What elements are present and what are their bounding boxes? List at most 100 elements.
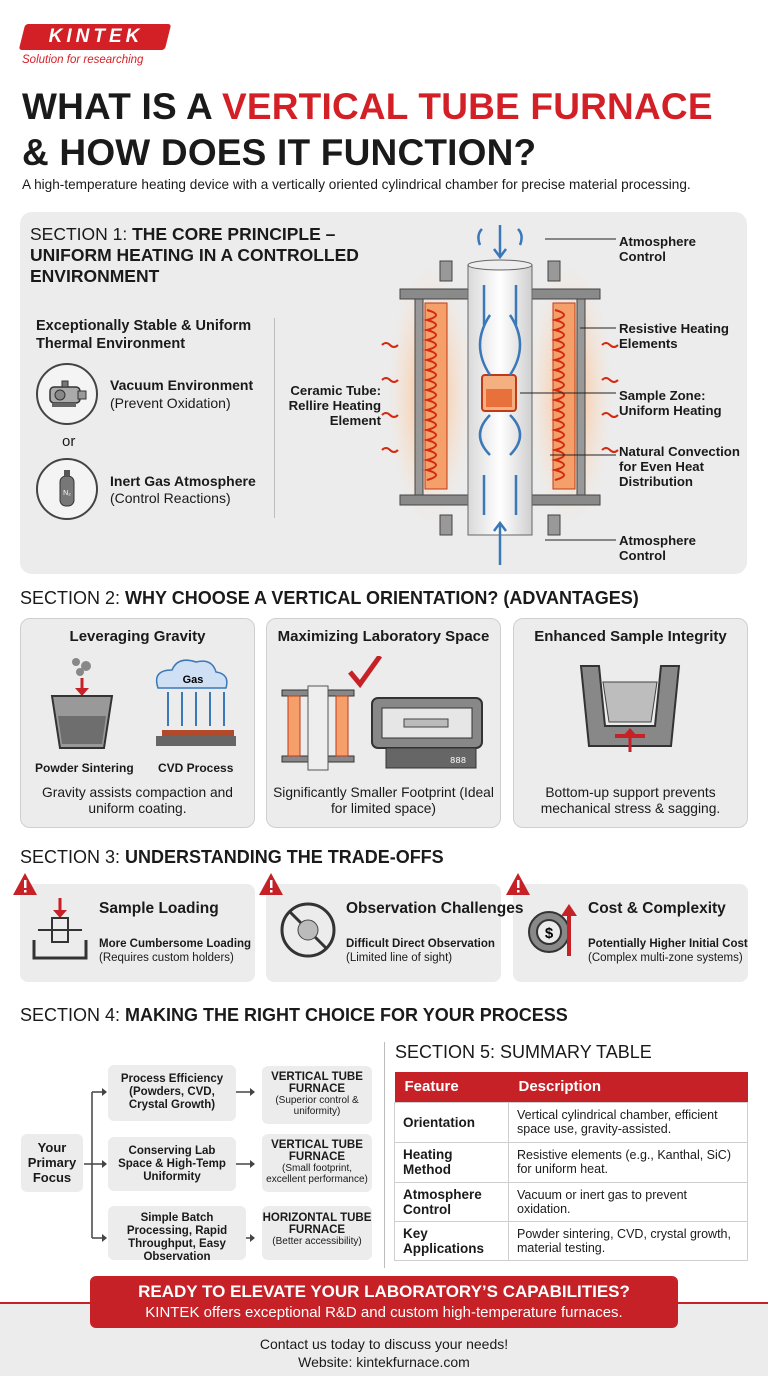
table-cell-description: Vacuum or inert gas to prevent oxidation… — [508, 1181, 748, 1222]
cost-bold: Potentially Higher Initial Cost — [588, 938, 748, 950]
column-header: Description — [508, 1072, 748, 1102]
section2-title: WHY CHOOSE A VERTICAL ORIENTATION? (ADVA… — [125, 588, 639, 608]
label-ceramic-tube: Ceramic Tube: Rellire Heating Element — [288, 383, 381, 428]
table-row: Heating Method Resistive elements (e.g.,… — [394, 1141, 748, 1183]
section4-prefix: SECTION 4: — [20, 1005, 126, 1025]
gas-bottle-label: N₂ — [63, 490, 71, 497]
card-gravity-desc: Gravity assists compaction and uniform c… — [42, 785, 233, 816]
label-atmosphere-top: Atmosphere Control — [619, 234, 696, 264]
section1-divider — [274, 318, 275, 518]
section1-panel — [20, 212, 747, 574]
title-highlight: VERTICAL TUBE FURNACE — [222, 86, 713, 127]
section1-prefix: SECTION 1: — [30, 224, 133, 244]
result-1-title: VERTICAL TUBE FURNACE — [271, 1071, 363, 1095]
title-part1: WHAT IS A — [22, 86, 222, 127]
option2-desc: (Control Reactions) — [110, 490, 231, 506]
table-header-row: Feature Description — [394, 1072, 748, 1102]
decision-connectors — [84, 1088, 255, 1242]
or-label: or — [62, 433, 76, 450]
page-subtitle: A high-temperature heating device with a… — [22, 177, 691, 192]
gravity-illustration: Gas — [50, 658, 236, 749]
page-title-line1: WHAT IS A VERTICAL TUBE FURNACE — [22, 86, 713, 128]
table-cell-feature: Heating Method — [394, 1141, 509, 1183]
no-observation-icon — [280, 902, 336, 958]
section4-heading: SECTION 4: MAKING THE RIGHT CHOICE FOR Y… — [20, 1005, 568, 1026]
section3-heading: SECTION 3: UNDERSTANDING THE TRADE-OFFS — [20, 847, 444, 868]
cta-subtitle: KINTEK offers exceptional R&D and custom… — [145, 1304, 623, 1321]
vacuum-pump-icon — [36, 363, 98, 425]
table-cell-feature: Orientation — [394, 1101, 509, 1143]
choice-result-3: HORIZONTAL TUBE FURNACE (Better accessib… — [262, 1206, 372, 1260]
warning-icon — [13, 873, 37, 895]
label-cvd-process: CVD Process — [158, 761, 234, 775]
furnace-diagram — [381, 225, 619, 565]
table-row: Key Applications Powder sintering, CVD, … — [394, 1220, 748, 1261]
label-natural-convection: Natural Convection for Even Heat Distrib… — [619, 444, 740, 489]
section4-title: MAKING THE RIGHT CHOICE FOR YOUR PROCESS — [125, 1005, 568, 1025]
table-row: Orientation Vertical cylindrical chamber… — [394, 1101, 748, 1143]
label-heating-elements: Resistive Heating Elements — [619, 321, 729, 351]
table-cell-feature: Key Applications — [394, 1220, 509, 1261]
tagline: Solution for researching — [22, 54, 144, 66]
table-cell-description: Vertical cylindrical chamber, efficient … — [508, 1101, 748, 1143]
result-2-note: (Small footprint, excellent performance) — [266, 1163, 368, 1185]
choice-result-2: VERTICAL TUBE FURNACE (Small footprint, … — [262, 1134, 372, 1192]
column-header: Feature — [394, 1072, 509, 1102]
section1-title: THE CORE PRINCIPLE – UNIFORM HEATING IN … — [30, 224, 359, 286]
section5-title: SECTION 5: SUMMARY TABLE — [395, 1042, 652, 1062]
warning-icon — [259, 873, 283, 895]
observation-bold: Difficult Direct Observation — [346, 938, 495, 950]
section5-divider — [384, 1042, 385, 1268]
contact-text: Contact us today to discuss your needs! — [259, 1336, 509, 1352]
option1-title: Vacuum Environment — [110, 377, 254, 393]
result-3-title: HORIZONTAL TUBE FURNACE — [262, 1212, 372, 1236]
loading-bold: More Cumbersome Loading — [99, 938, 252, 950]
section3-title: UNDERSTANDING THE TRADE-OFFS — [125, 847, 444, 867]
cta-title: READY TO ELEVATE YOUR LABORATORY’S CAPAB… — [138, 1282, 630, 1301]
table-row: Atmosphere Control Vacuum or inert gas t… — [394, 1181, 748, 1222]
table-cell-description: Resistive elements (e.g., Kanthal, SiC) … — [508, 1141, 748, 1183]
choice-need-1: Process Efficiency (Powders, CVD, Crysta… — [108, 1065, 236, 1121]
website-link[interactable]: Website: kintekfurnace.com — [298, 1354, 470, 1370]
table-cell-description: Powder sintering, CVD, crystal growth, m… — [508, 1220, 748, 1261]
card-integrity-desc: Bottom-up support prevents mechanical st… — [540, 785, 721, 816]
advantage-card-integrity — [513, 618, 748, 828]
logo-text: KINTEK — [48, 26, 144, 47]
section1-subheading: Exceptionally Stable & Uniform Thermal E… — [36, 318, 252, 352]
cost-gear-icon: $ — [528, 904, 577, 956]
section2-prefix: SECTION 2: — [20, 588, 126, 608]
result-2-title: VERTICAL TUBE FURNACE — [271, 1139, 363, 1163]
card-space-desc: Significantly Smaller Footprint (Ideal f… — [273, 785, 494, 816]
summary-table: Feature Description Orientation Vertical… — [394, 1072, 748, 1261]
controller-display: 888 — [450, 756, 466, 766]
space-comparison-illustration: 888 — [281, 656, 483, 771]
label-atmosphere-bottom: Atmosphere Control — [619, 533, 696, 563]
page-title-line2: & HOW DOES IT FUNCTION? — [22, 132, 537, 173]
gas-bottle-icon: N₂ — [36, 458, 98, 520]
label-powder-sintering: Powder Sintering — [35, 761, 134, 775]
observation-heading: Observation Challenges — [346, 900, 524, 917]
cost-heading: Cost & Complexity — [588, 900, 726, 917]
result-3-note: (Better accessibility) — [272, 1236, 362, 1247]
cost-detail: (Complex multi-zone systems) — [588, 952, 743, 964]
loading-detail: (Requires custom holders) — [99, 952, 234, 964]
cta-banner — [90, 1276, 678, 1328]
sample-support-illustration — [579, 665, 681, 752]
option1-desc: (Prevent Oxidation) — [110, 395, 231, 411]
table-cell-feature: Atmosphere Control — [394, 1181, 509, 1222]
observation-detail: (Limited line of sight) — [346, 952, 453, 964]
card-space-heading: Maximizing Laboratory Space — [277, 628, 490, 645]
section1-heading: SECTION 1: THE CORE PRINCIPLE – UNIFORM … — [30, 224, 390, 287]
label-sample-zone: Sample Zone: Uniform Heating — [619, 388, 722, 418]
option2-title: Inert Gas Atmosphere — [110, 473, 256, 489]
svg-text:$: $ — [545, 925, 554, 942]
card-integrity-heading: Enhanced Sample Integrity — [534, 628, 727, 645]
result-1-note: (Superior control & uniformity) — [275, 1095, 359, 1117]
gas-cloud-label: Gas — [183, 674, 204, 686]
section3-prefix: SECTION 3: — [20, 847, 126, 867]
loading-heading: Sample Loading — [99, 900, 219, 917]
choice-need-2: Conserving Lab Space & High-Temp Uniform… — [108, 1137, 236, 1191]
primary-focus-box: Your Primary Focus — [21, 1134, 83, 1192]
choice-need-3: Simple Batch Processing, Rapid Throughpu… — [108, 1206, 246, 1263]
card-gravity-heading: Leveraging Gravity — [69, 628, 206, 645]
